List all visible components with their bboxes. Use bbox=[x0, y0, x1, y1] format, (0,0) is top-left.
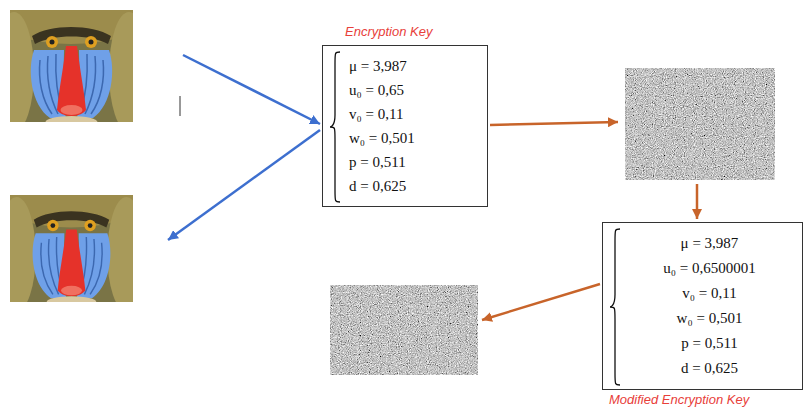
orange-arrow bbox=[482, 284, 600, 320]
key-parameter: u₀ = 0,65 bbox=[349, 78, 404, 102]
wrong-decryption-image bbox=[330, 285, 478, 375]
key-parameter: u₀ = 0,6500001 bbox=[663, 256, 755, 281]
key-parameter: w₀ = 0,501 bbox=[349, 126, 415, 150]
cursor-mark bbox=[180, 96, 181, 116]
key-parameter: μ = 3,987 bbox=[349, 54, 407, 78]
blue-arrow bbox=[183, 55, 320, 124]
key-box: μ = 3,987u₀ = 0,6500001v₀ = 0,11w₀ = 0,5… bbox=[602, 222, 803, 390]
key-parameter: p = 0,511 bbox=[349, 150, 406, 174]
key-parameter: w₀ = 0,501 bbox=[677, 306, 743, 331]
decrypted-image bbox=[0, 178, 146, 312]
box-heading: Modified Encryption Key bbox=[609, 392, 749, 408]
orange-arrow bbox=[490, 122, 618, 125]
plain-image bbox=[0, 0, 149, 132]
key-box: Encryption Keyμ = 3,987u₀ = 0,65v₀ = 0,1… bbox=[322, 45, 488, 207]
brace bbox=[610, 229, 622, 385]
box-heading: Encryption Key bbox=[345, 24, 432, 40]
key-parameter: d = 0,625 bbox=[349, 174, 406, 198]
cipher-image bbox=[625, 68, 775, 180]
key-parameter: v₀ = 0,11 bbox=[682, 281, 736, 306]
orange-arrow bbox=[696, 184, 699, 219]
blue-arrow bbox=[168, 130, 320, 240]
key-parameter: v₀ = 0,11 bbox=[349, 102, 403, 126]
key-parameter: d = 0,625 bbox=[681, 356, 738, 381]
brace bbox=[330, 52, 342, 202]
key-parameter: p = 0,511 bbox=[681, 331, 738, 356]
key-parameter: μ = 3,987 bbox=[681, 231, 739, 256]
